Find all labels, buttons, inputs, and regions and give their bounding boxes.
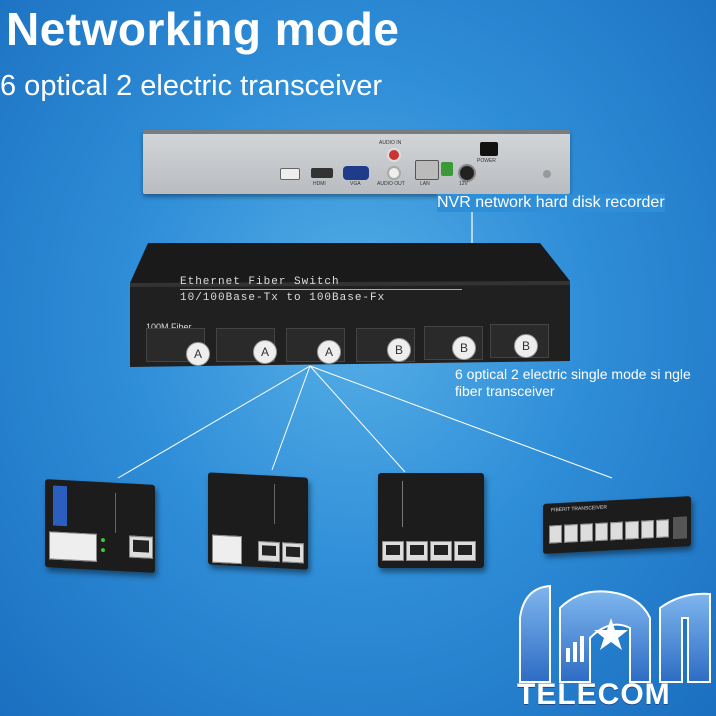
device-brand-strip [53,485,67,527]
rj45-port [406,541,428,561]
switch-brand-line: Ethernet Fiber Switch [180,276,340,288]
rj45-port [564,524,578,543]
hdmi-port-icon [311,168,333,178]
rj45-port [594,522,608,542]
page-subtitle: 6 optical 2 electric transceiver [0,70,382,102]
fiber-transceiver-4-port [378,473,484,568]
nvr-recorder: HDMI VGA AUDIO IN AUDIO OUT LAN 12V POWE… [143,130,570,194]
usb-port-icon [280,168,300,180]
power-label: POWER [477,158,496,164]
lan-port-icon [415,160,439,180]
fiber-port-tag-6: B [514,334,538,358]
audio-out-label: AUDIO OUT [377,181,405,187]
vga-label: VGA [350,181,361,187]
rj45-port [382,541,404,561]
rj45-port [430,541,452,561]
vga-port-icon [343,166,369,180]
switch-spec-line: 10/100Base-Tx to 100Base-Fx [180,292,386,304]
rj45-port [610,521,624,541]
power-switch-icon [480,142,498,156]
audio-in-jack-icon [387,148,401,162]
rj45-port [625,520,639,540]
audio-out-jack-icon [387,166,401,180]
fiber-port-tag-5: B [452,336,476,360]
rj45-port [579,523,593,542]
fiber-sc-port [673,516,687,540]
terminal-block-icon [441,162,453,176]
telecom-logo-text: TELECOM [517,678,671,711]
fiber-sc-port [212,534,242,565]
device-8-port-label: FIBER/T TRANSCEIVER [551,504,607,514]
nvr-label: NVR network hard disk recorder [437,194,665,212]
fiber-port-tag-3: A [317,340,341,364]
rj45-port [640,520,654,539]
switch-fiber-label: 100M Fiber [146,322,192,332]
dc-label: 12V [459,181,468,187]
media-converter-2-port [208,472,308,570]
hdmi-label: HDMI [313,181,326,187]
page-title: Networking mode [6,3,400,55]
audio-in-label: AUDIO IN [379,140,402,146]
fiber-port-tag-4: B [387,338,411,362]
fiber-port-tag-1: A [186,342,210,366]
rj45-port [454,541,476,561]
status-led-icon [101,538,105,543]
lan-label: LAN [420,181,430,187]
telecom-logo-icon [519,584,711,683]
rj45-port [655,519,669,538]
dc-power-jack-icon [458,164,476,182]
rj45-port [549,524,563,544]
switch-divider [180,289,462,290]
ground-screw-icon [543,170,551,178]
fiber-port-tag-2: A [253,340,277,364]
rj45-port [129,535,153,559]
rj45-port-row [549,519,669,544]
rj45-port [258,541,280,563]
switch-description: 6 optical 2 electric single mode si ngle… [455,366,691,399]
fiber-transceiver-8-port: FIBER/T TRANSCEIVER [543,496,691,554]
media-converter-1-port [45,479,155,573]
device-side-label [115,492,126,534]
status-led-icon [101,548,105,553]
device-side-label [402,481,413,527]
device-side-label [274,483,285,525]
fiber-sc-port [49,531,97,562]
rj45-port [282,542,304,564]
